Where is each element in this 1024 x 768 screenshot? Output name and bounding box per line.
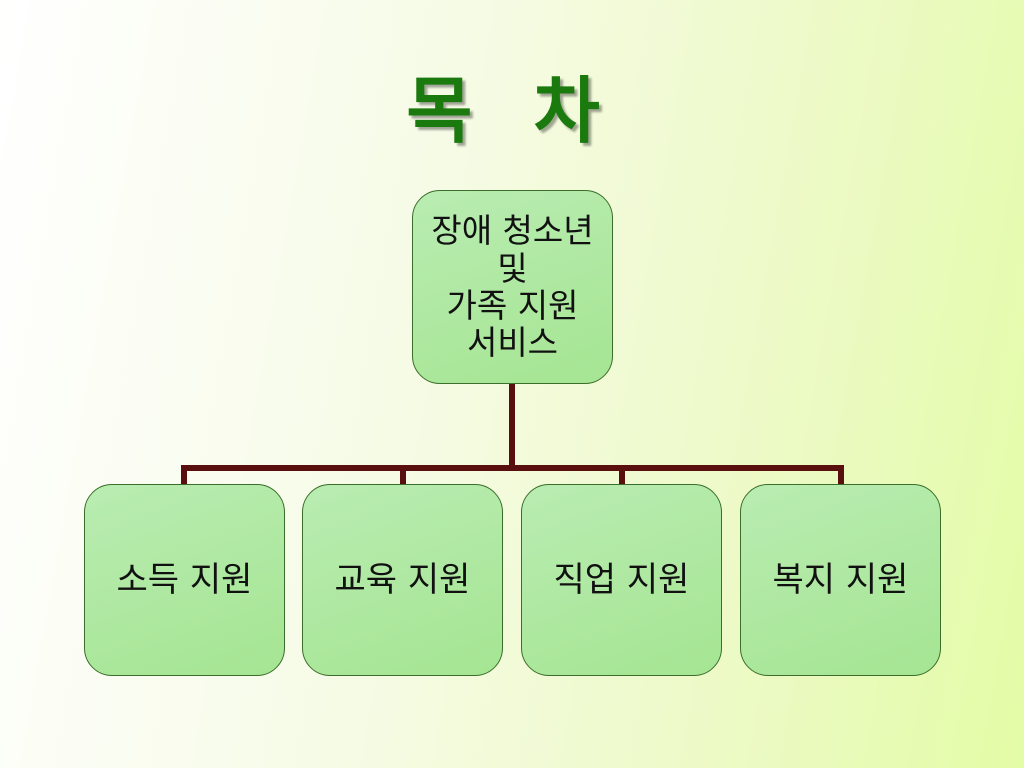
child-node-label: 직업 지원 xyxy=(553,559,690,600)
child-node-label: 소득 지원 xyxy=(116,559,253,600)
child-node-education-support[interactable]: 교육 지원 xyxy=(302,484,503,676)
root-line-4: 서비스 xyxy=(466,323,559,363)
child-node-label: 교육 지원 xyxy=(334,559,471,600)
root-line-1: 장애 청소년 xyxy=(431,211,594,251)
slide-title: 목 차 xyxy=(406,68,618,153)
child-node-income-support[interactable]: 소득 지원 xyxy=(84,484,285,676)
root-line-2: 및 xyxy=(497,248,528,288)
child-node-welfare-support[interactable]: 복지 지원 xyxy=(740,484,941,676)
root-line-3: 가족 지원 xyxy=(446,286,579,325)
child-node-vocational-support[interactable]: 직업 지원 xyxy=(521,484,722,676)
child-node-label: 복지 지원 xyxy=(772,559,909,600)
root-node[interactable]: 장애 청소년 및 가족 지원 서비스 xyxy=(412,190,613,384)
